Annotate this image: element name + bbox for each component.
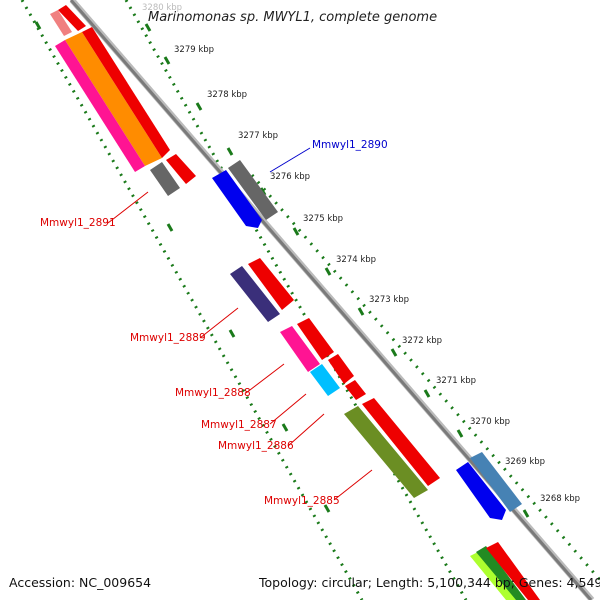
gene-label-2886: Mmwyl1_2886 <box>218 440 294 452</box>
tick-label-3276: 3276 kbp <box>270 172 310 182</box>
gene-pink-light <box>50 10 72 36</box>
gene-bottom-partial[interactable] <box>470 542 540 600</box>
label-leader-lines <box>107 147 373 501</box>
gene-label-2887: Mmwyl1_2887 <box>201 419 277 431</box>
tick-label-3268: 3268 kbp <box>540 494 580 504</box>
gene-label-2890: Mmwyl1_2890 <box>312 139 388 151</box>
tick-label-3269: 3269 kbp <box>505 457 545 467</box>
gene-olive-2885 <box>344 406 428 498</box>
gene-label-2889: Mmwyl1_2889 <box>130 332 206 344</box>
gene-magenta <box>55 40 145 172</box>
tick-label-3279: 3279 kbp <box>174 45 214 55</box>
gene-red-2886 <box>345 380 366 400</box>
gene-2887-group[interactable] <box>310 354 354 396</box>
gene-red-long <box>82 27 170 158</box>
ruler-tick-marks <box>144 23 530 518</box>
gene-green-bottom <box>476 546 526 600</box>
tick-label-3280: 3280 kbp <box>142 3 182 13</box>
gene-label-2891: Mmwyl1_2891 <box>40 217 116 229</box>
gene-2885-group[interactable] <box>344 398 440 498</box>
tick-label-3272: 3272 kbp <box>402 336 442 346</box>
tick-label-3270: 3270 kbp <box>470 417 510 427</box>
right-dotted-line <box>124 0 468 600</box>
gene-steelblue-bottom <box>470 452 522 512</box>
gene-label-2885: Mmwyl1_2885 <box>264 495 340 507</box>
gene-red-bottom <box>486 542 540 600</box>
left-major-ticks <box>34 21 331 513</box>
tick-label-3275: 3275 kbp <box>303 214 343 224</box>
gene-red-2887 <box>328 354 354 384</box>
gene-2890-group[interactable] <box>212 160 278 228</box>
topology-summary: Topology: circular; Length: 5,100,344 bp… <box>259 575 600 590</box>
ruler-labels: 3280 kbp 3279 kbp 3278 kbp 3277 kbp 3276… <box>142 3 580 504</box>
outer-dotted-line <box>250 174 600 581</box>
tick-label-3271: 3271 kbp <box>436 376 476 386</box>
gene-red-2888 <box>297 318 334 360</box>
left-dotted-line <box>20 0 364 600</box>
accession-text: Accession: NC_009654 <box>9 575 152 590</box>
gene-blue-pair-bottom[interactable] <box>456 452 522 520</box>
gene-2891-group[interactable] <box>50 5 196 196</box>
tick-label-3273: 3273 kbp <box>369 295 409 305</box>
gene-2889-group[interactable] <box>230 258 294 322</box>
gene-red-2885 <box>362 398 440 486</box>
gene-label-2888: Mmwyl1_2888 <box>175 387 251 399</box>
genome-title: Marinomonas sp. MWYL1, complete genome <box>148 10 438 25</box>
gene-purple-2889 <box>230 266 280 322</box>
gene-magenta-2888 <box>280 326 320 372</box>
gene-red-mid <box>166 154 196 184</box>
gene-labels: Mmwyl1_2890 Mmwyl1_2891 Mmwyl1_2889 Mmwy… <box>40 139 388 507</box>
gene-cyan-2887 <box>310 364 340 396</box>
tick-label-3277: 3277 kbp <box>238 131 278 141</box>
gene-blue-2890 <box>212 170 262 228</box>
gene-2888-group[interactable] <box>280 318 334 372</box>
gene-red-2889 <box>248 258 294 310</box>
tick-label-3274: 3274 kbp <box>336 255 376 265</box>
gene-gray-small <box>150 162 180 196</box>
gene-2886-group[interactable] <box>345 380 366 400</box>
gene-gray-2890 <box>228 160 278 220</box>
tick-label-3278: 3278 kbp <box>207 90 247 100</box>
gene-blue-bottom <box>456 462 506 520</box>
gene-red-top-small <box>58 5 86 31</box>
gene-orange <box>65 32 162 166</box>
